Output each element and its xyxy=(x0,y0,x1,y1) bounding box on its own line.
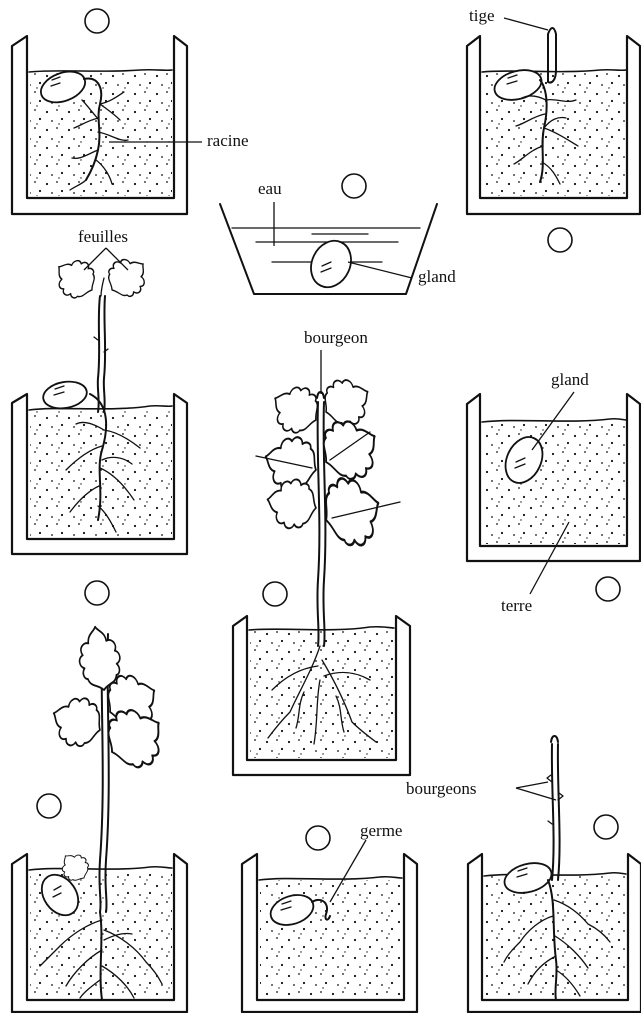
stage-pot-roots: racine xyxy=(12,9,249,214)
label-racine: racine xyxy=(207,131,249,150)
order-circle xyxy=(548,228,572,252)
oak-leaf xyxy=(45,690,108,753)
order-circle xyxy=(37,794,61,818)
order-circle xyxy=(306,826,330,850)
order-circle xyxy=(85,581,109,605)
order-circle xyxy=(342,174,366,198)
leaves xyxy=(256,370,400,553)
stem xyxy=(94,296,108,412)
stage-pot-young-tree xyxy=(12,624,187,1012)
label-terre: terre xyxy=(501,596,532,615)
label-bourgeons: bourgeons xyxy=(406,779,477,798)
label-gland-bowl: gland xyxy=(418,267,456,286)
acorn-in-water xyxy=(304,234,359,294)
stage-pot-first-leaves: feuilles xyxy=(12,227,187,605)
oak-leaf xyxy=(100,249,156,304)
stage-acorn-in-water: eau gland xyxy=(220,174,456,294)
stage-pot-stem: tige xyxy=(467,6,640,252)
label-germe: germe xyxy=(360,821,402,840)
leaves xyxy=(45,624,175,887)
oak-leaf xyxy=(315,470,389,553)
order-circle xyxy=(263,582,287,606)
stage-pot-germ: germe xyxy=(242,821,417,1012)
oak-leaf xyxy=(263,475,320,532)
stem xyxy=(317,392,325,646)
label-bourgeon: bourgeon xyxy=(304,328,368,347)
label-feuilles: feuilles xyxy=(78,227,128,246)
stage-pot-stem-buds: bourgeons xyxy=(406,736,641,1012)
label-tige: tige xyxy=(469,6,495,25)
label-eau: eau xyxy=(258,179,282,198)
stage-pot-sapling: bourgeon xyxy=(233,328,410,775)
order-circle xyxy=(85,9,109,33)
stem xyxy=(547,736,563,880)
order-circle xyxy=(596,577,620,601)
acorn-seed xyxy=(41,378,89,411)
label-gland-pot: gland xyxy=(551,370,589,389)
order-circle xyxy=(594,815,618,839)
stage-pot-acorn-in-soil: gland terre xyxy=(467,370,640,615)
